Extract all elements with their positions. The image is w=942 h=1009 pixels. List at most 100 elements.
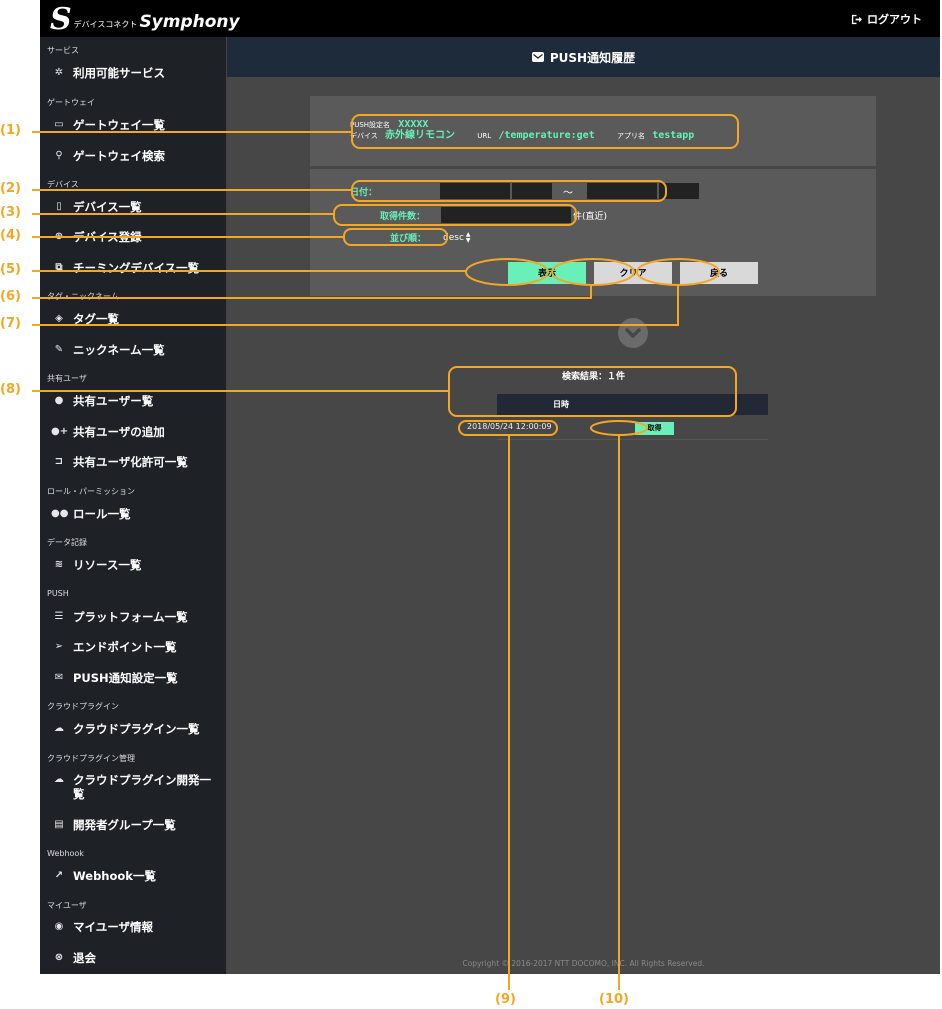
annotation-label-2: (2) [0,181,21,196]
logout-link[interactable]: ログアウト [851,11,922,27]
annotation-label-1: (1) [0,123,21,138]
get-button[interactable]: 取得 [635,422,674,435]
date-to-input[interactable] [587,183,657,199]
sidebar-item-endpoint-list[interactable]: ➢ エンドポイント一覧 [51,640,221,654]
sidebar: サービス ✲利用可能サービス ゲートウェイ ▭ゲートウェイ一覧 ⚲ゲートウェイ検… [40,37,226,974]
annotation-label-6: (6) [0,289,21,304]
annotation-label-4: (4) [0,228,21,243]
users-icon: ●● [51,508,69,519]
sidebar-section-label: Webhook [47,849,84,858]
sidebar-section-label: 共有ユーザ [47,374,87,383]
date-from-input[interactable] [440,183,510,199]
app-label: アプリ名 [616,132,645,140]
time-from-input[interactable] [512,183,552,199]
sidebar-item-label: ニックネーム一覧 [73,343,165,357]
sidebar-item-platform-list[interactable]: ☰プラットフォーム一覧 [51,610,221,624]
plus-circle-icon: ⊕ [54,231,64,242]
sidebar-item-label: デバイス登録 [73,230,142,244]
expand-toggle[interactable] [618,318,648,348]
sidebar-item-cloud-plugin-dev-list[interactable]: ☁クラウドプラグイン開発一覧 [51,773,221,801]
sidebar-item-push-settings-list[interactable]: ✉PUSH通知設定一覧 [51,671,221,685]
sidebar-item-role-list[interactable]: ●● ロール一覧 [51,507,221,521]
sidebar-item-nickname-list[interactable]: ✎ニックネーム一覧 [51,343,221,357]
sidebar-item-withdraw[interactable]: ⊗退会 [51,951,221,965]
sidebar-item-label: 共有ユーザー覧 [73,394,154,408]
time-to-input[interactable] [659,183,699,199]
sidebar-item-gateway-list[interactable]: ▭ゲートウェイ一覧 [51,118,221,132]
clear-button[interactable]: クリア [594,262,672,284]
annotation-label-7: (7) [0,316,21,331]
sidebar-item-label: 開発者グループ一覧 [73,818,176,832]
user-icon: ● [54,395,64,406]
mobile-icon: ▯ [56,201,62,212]
cloud-icon: ☁ [54,723,64,734]
sidebar-item-label: 共有ユーザの追加 [73,425,165,439]
sidebar-item-label: 退会 [73,951,96,965]
sidebar-item-resource-list[interactable]: ≋リソース一覧 [51,558,221,572]
paper-plane-icon: ➢ [54,641,64,652]
sidebar-item-shared-user-permission-list[interactable]: ⊐ 共有ユーザ化許可一覧 [51,455,221,469]
push-name-value: XXXXX [398,119,429,130]
sidebar-item-shared-user-list[interactable]: ● 共有ユーザー覧 [51,394,221,408]
annotation-label-9: (9) [495,992,516,1007]
back-button[interactable]: 戻る [680,262,758,284]
top-bar: S デバイスコネクト Symphony ログアウト [40,0,940,37]
cloud-upload-icon: ☁ [54,774,64,785]
sign-out-icon [851,14,862,24]
sidebar-item-label: クラウドプラグイン一覧 [73,722,200,736]
sidebar-section-label: マイユーザ [47,901,87,910]
page-header: PUSH通知履歴 [227,37,940,77]
sidebar-item-tag-list[interactable]: ◈タグ一覧 [51,312,221,326]
app-window: S デバイスコネクト Symphony ログアウト サービス ✲ 利用可能サービス… [40,0,940,974]
app-value: testapp [652,130,695,141]
results-table-header: 日時 [497,394,768,415]
sidebar-section-label: クラウドプラグイン管理 [47,754,135,763]
show-button[interactable]: 表示 [508,262,586,284]
search-icon: ⚲ [55,150,63,161]
sidebar-section-label: デバイス [47,180,79,189]
gears-icon: ✲ [54,67,64,78]
annotation-label-8: (8) [0,382,21,397]
tags-icon: ◈ [55,313,63,324]
user-circle-icon: ◉ [54,921,64,932]
envelope-icon: ✉ [54,672,64,683]
sidebar-item-label: リソース一覧 [73,558,142,572]
sidebar-section-label: サービス [47,46,79,55]
sidebar-item-shared-user-add[interactable]: ●+共有ユーザの追加 [51,425,221,439]
page-title: PUSH通知履歴 [549,50,636,65]
order-select[interactable]: desc ▲▼ [443,232,471,244]
sidebar-item-my-user-info[interactable]: ◉ マイユーザ情報 [51,920,221,934]
sidebar-item-label: マイユーザ情報 [73,920,154,934]
sidebar-item-label: Webhook一覧 [73,869,156,883]
table-row-date: 2018/05/24 12:00:09 [467,422,552,431]
sidebar-item-teaming-device-list[interactable]: ⧉ チーミングデバイス一覧 [51,261,221,275]
sidebar-item-gateway-search[interactable]: ⚲ゲートウェイ検索 [51,149,221,163]
main-content: PUSH通知履歴 PUSH設定名 XXXXX デバイス 赤外線リモコン URL … [227,37,940,974]
order-label: 並び順： [390,234,427,244]
logo-subtitle: デバイスコネクト [73,20,138,29]
sidebar-item-label: 利用可能サービス [73,66,165,80]
sidebar-item-device-list[interactable]: ▯デバイス一覧 [51,200,221,214]
sidebar-item-cloud-plugin-list[interactable]: ☁ クラウドプラグイン一覧 [51,722,221,736]
url-label: URL [477,132,492,140]
sidebar-item-developer-group-list[interactable]: ▤ 開発者グループ一覧 [51,818,221,832]
sidebar-item-label: 共有ユーザ化許可一覧 [73,455,188,469]
device-label: デバイス [350,132,378,140]
external-link-icon: ↗ [54,870,64,881]
id-card-icon: ▤ [54,819,64,830]
sidebar-item-label: チーミングデバイス一覧 [73,261,200,275]
sidebar-item-label: ロール一覧 [73,507,131,521]
order-value: desc [443,233,464,243]
sidebar-item-label: エンドポイント一覧 [73,640,177,654]
push-name-label: PUSH設定名 [350,121,391,129]
count-input[interactable] [441,207,571,223]
push-info: PUSH設定名 XXXXX デバイス 赤外線リモコン URL /temperat… [350,120,694,141]
sidebar-section-label: クラウドプラグイン [47,702,119,711]
sidebar-section-label: タグ・ニックネーム [47,292,119,301]
clone-icon: ⧉ [55,262,63,273]
sidebar-item-webhook-list[interactable]: ↗ Webhook一覧 [51,869,221,883]
sidebar-item-available-services[interactable]: ✲ 利用可能サービス [51,66,221,80]
sidebar-item-device-register[interactable]: ⊕ デバイス登録 [51,230,221,244]
hdd-icon: ▭ [54,119,64,130]
unlock-icon: ⊐ [54,456,64,467]
